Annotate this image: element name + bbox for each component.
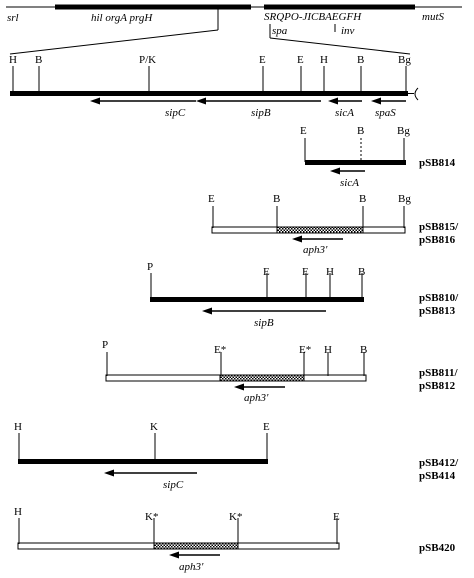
site-label: P (102, 339, 108, 351)
expanded-map: H B P/K E E H B Bg sipC sipB sicA spaS (9, 54, 419, 119)
gene-label-sipB: sipB (251, 107, 271, 119)
spa-label: spa (272, 25, 288, 37)
gene-label: aph3' (303, 244, 328, 256)
site-label: H (326, 266, 334, 278)
site-label: E (333, 511, 340, 523)
site-label-H1: H (9, 54, 17, 66)
site-label: E (263, 266, 270, 278)
gene-label-spaS: spaS (375, 107, 396, 119)
aph3-cassette (276, 226, 364, 234)
site-label-B2: B (357, 54, 364, 66)
plasmid-name-2: pSB414 (419, 470, 456, 482)
site-label: E* (214, 344, 226, 356)
hil-prg-region (55, 4, 251, 10)
gene-arrow (202, 307, 326, 315)
gene-label: sicA (340, 177, 359, 189)
site-label: E (208, 193, 215, 205)
construct-pSB814: E B Bg sicA pSB814 (300, 125, 456, 189)
gene-arrow-sipB (196, 97, 321, 105)
insert-bar (150, 297, 364, 302)
site-label-H2: H (320, 54, 328, 66)
gene-label: sipB (254, 317, 274, 329)
aph3-cassette (219, 374, 305, 382)
site-label: E (300, 125, 307, 137)
plasmid-name-2: pSB813 (419, 305, 456, 317)
inv-spa-region (264, 4, 415, 10)
spa-inv-genes-label: SRQPO-JICBAEGFH (264, 11, 362, 23)
construct-pSB412-pSB414: H K E sipC pSB412/ pSB414 (14, 421, 459, 491)
gene-label: aph3' (244, 392, 269, 404)
construct-pSB815-pSB816: E B B Bg aph3' pSB815/ pSB816 (208, 193, 459, 256)
site-label: B (360, 344, 367, 356)
site-label: Bg (397, 125, 410, 137)
site-label: E (302, 266, 309, 278)
insert-bar (18, 459, 268, 464)
insert-bar (305, 160, 406, 165)
site-label: P (147, 261, 153, 273)
srl-label: srl (7, 12, 19, 24)
site-label: B (273, 193, 280, 205)
gene-arrow (169, 551, 220, 559)
site-label-E2: E (297, 54, 304, 66)
zoom-line-left-diag (9, 29, 219, 55)
site-label: B (359, 193, 366, 205)
construct-pSB811-pSB812: P E* E* H B aph3' pSB811/ pSB812 (102, 339, 458, 404)
plasmid-name: pSB412/ (419, 457, 459, 469)
gene-arrow-sipC (90, 97, 196, 105)
mutS-label: mutS (422, 11, 445, 23)
gene-arrow (292, 235, 343, 243)
site-label: H (324, 344, 332, 356)
plasmid-name-2: pSB812 (419, 380, 456, 392)
zoom-line-right-diag (269, 37, 411, 55)
gene-arrow-sicA (328, 97, 362, 105)
plasmid-name: pSB815/ (419, 221, 459, 233)
site-label: B (358, 266, 365, 278)
site-label: K* (145, 511, 158, 523)
gene-label: aph3' (179, 561, 204, 573)
plasmid-name: pSB811/ (419, 367, 458, 379)
gene-label-sipC: sipC (165, 107, 186, 119)
site-label-B1: B (35, 54, 42, 66)
aph3-cassette (153, 542, 239, 550)
chromosome-map: srl hil orgA prgH SRQPO-JICBAEGFH mutS s… (6, 4, 462, 55)
plasmid-name-2: pSB816 (419, 234, 456, 246)
site-label-Bg: Bg (398, 54, 411, 66)
site-label: H (14, 421, 22, 433)
site-label: E (263, 421, 270, 433)
construct-pSB810-pSB813: P E E H B sipB pSB810/ pSB813 (147, 261, 459, 329)
gene-arrow (104, 469, 197, 477)
bar-break-mark (414, 87, 419, 101)
plasmid-name: pSB810/ (419, 292, 459, 304)
hil-org-prg-label: hil orgA prgH (91, 12, 153, 24)
plasmid-name: pSB420 (419, 542, 456, 554)
plasmid-name: pSB814 (419, 157, 456, 169)
construct-pSB420: H K* K* E aph3' pSB420 (14, 506, 456, 573)
site-label: B (357, 125, 364, 137)
gene-label-sicA: sicA (335, 107, 354, 119)
gene-arrow (234, 383, 285, 391)
site-label-PK: P/K (139, 54, 156, 66)
site-label: E* (299, 344, 311, 356)
expanded-bar (10, 91, 408, 96)
gene-arrow-spaS (371, 97, 406, 105)
gene-arrow (330, 167, 365, 175)
site-label: K* (229, 511, 242, 523)
site-label: Bg (398, 193, 411, 205)
inv-label: inv (341, 25, 355, 37)
site-label: H (14, 506, 22, 518)
site-label: K (150, 421, 158, 433)
site-label-E1: E (259, 54, 266, 66)
gene-label: sipC (163, 479, 184, 491)
